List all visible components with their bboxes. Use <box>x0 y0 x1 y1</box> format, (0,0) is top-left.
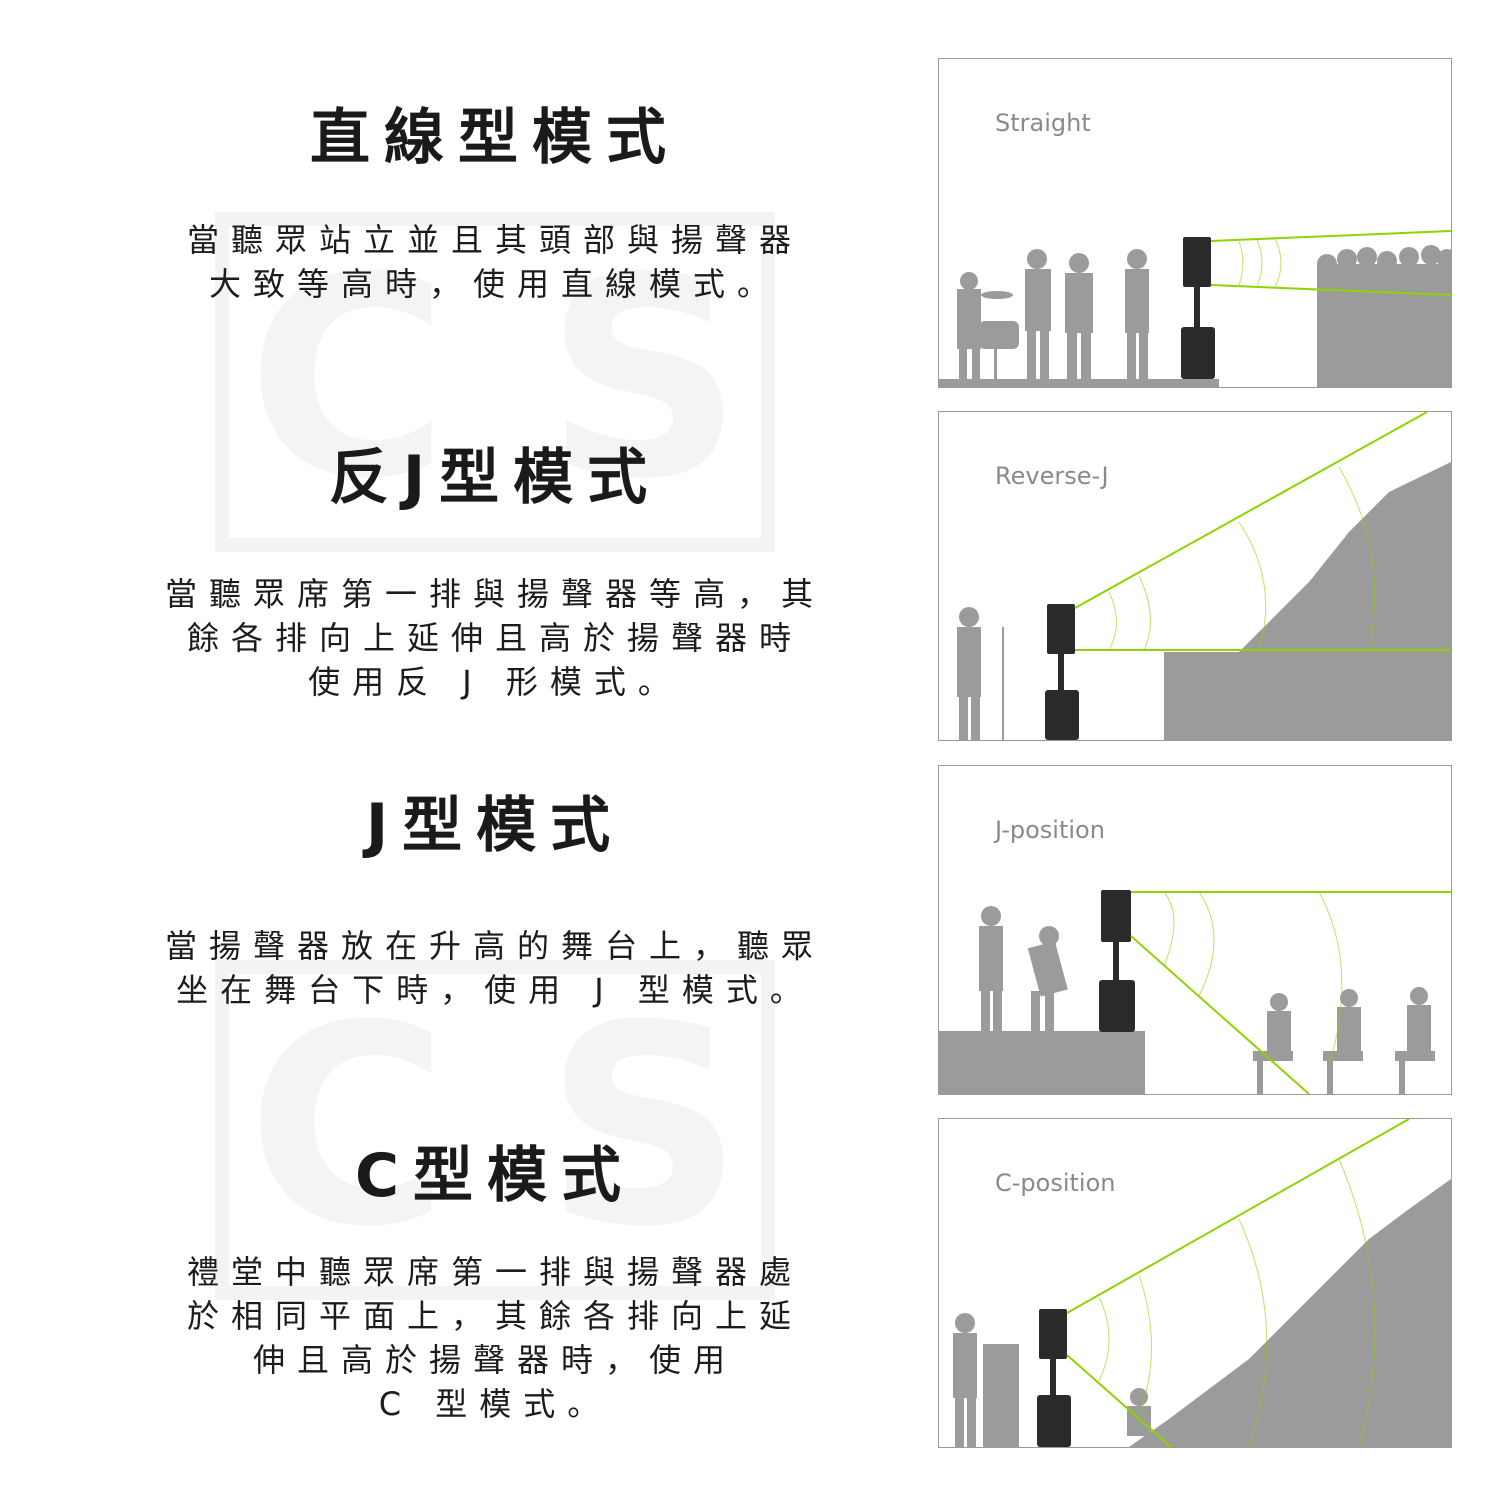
desc-line: 伸且高於揚聲器時，使用 <box>252 1341 737 1379</box>
diagram-label-straight: Straight <box>995 109 1091 137</box>
diagram-panel-j: J-position <box>938 765 1452 1095</box>
section-desc-j: 當揚聲器放在升高的舞台上，聽眾 坐在舞台下時，使用 J 型模式。 <box>130 924 860 1012</box>
desc-line: 當聽眾站立並且其頭部與揚聲器 <box>186 221 803 259</box>
diagram-label-j: J-position <box>995 816 1105 844</box>
desc-line: 禮堂中聽眾席第一排與揚聲器處 <box>186 1253 803 1291</box>
svg-text:C S: C S <box>247 974 743 1286</box>
section-desc-reverse-j: 當聽眾席第一排與揚聲器等高，其 餘各排向上延伸且高於揚聲器時 使用反 J 形模式… <box>130 572 860 704</box>
diagram-reverse-j <box>957 412 1451 740</box>
desc-line: 於相同平面上，其餘各排向上延 <box>186 1297 803 1335</box>
speaker-icon <box>1045 604 1079 740</box>
section-title-straight: 直線型模式 <box>310 103 680 173</box>
crowd-silhouette <box>957 462 1451 740</box>
desc-line: 當聽眾席第一排與揚聲器等高，其 <box>164 575 825 613</box>
speaker-icon <box>1099 890 1135 1032</box>
section-title-c: C型模式 <box>354 1141 636 1211</box>
beam-pattern <box>1066 1119 1410 1447</box>
diagram-label-reverse-j: Reverse-J <box>995 462 1109 490</box>
desc-line: 當揚聲器放在升高的舞台上，聽眾 <box>164 927 825 965</box>
speaker-icon <box>1037 1309 1071 1447</box>
beam-pattern <box>1130 891 1451 1094</box>
watermark-logo: C S <box>215 960 775 1300</box>
diagram-panel-reverse-j: Reverse-J <box>938 411 1452 741</box>
watermark-logo: C S <box>215 212 775 552</box>
diagram-c <box>953 1119 1451 1447</box>
speaker-icon <box>1181 237 1215 379</box>
diagram-panel-straight: Straight <box>938 58 1452 388</box>
desc-line: 餘各排向上延伸且高於揚聲器時 <box>186 619 803 657</box>
desc-line: C 型模式。 <box>378 1385 612 1423</box>
beam-pattern <box>1074 412 1451 651</box>
crowd-silhouette <box>953 1179 1451 1447</box>
section-desc-c: 禮堂中聽眾席第一排與揚聲器處 於相同平面上，其餘各排向上延 伸且高於揚聲器時，使… <box>130 1250 860 1426</box>
section-title-j: J型模式 <box>365 791 625 861</box>
diagram-straight <box>939 230 1451 387</box>
desc-line: 使用反 J 形模式。 <box>308 663 682 701</box>
section-desc-straight: 當聽眾站立並且其頭部與揚聲器 大致等高時，使用直線模式。 <box>130 218 860 306</box>
crowd-silhouette <box>939 906 1435 1094</box>
diagram-panel-c: C-position <box>938 1118 1452 1448</box>
svg-text:C S: C S <box>247 226 743 538</box>
desc-line: 大致等高時，使用直線模式。 <box>208 265 781 303</box>
beam-pattern <box>1210 230 1451 296</box>
diagram-j <box>939 890 1451 1094</box>
section-title-reverse-j: 反J型模式 <box>328 443 662 513</box>
crowd-silhouette <box>939 245 1451 387</box>
desc-line: 坐在舞台下時，使用 J 型模式。 <box>176 971 814 1009</box>
diagram-label-c: C-position <box>995 1169 1116 1197</box>
